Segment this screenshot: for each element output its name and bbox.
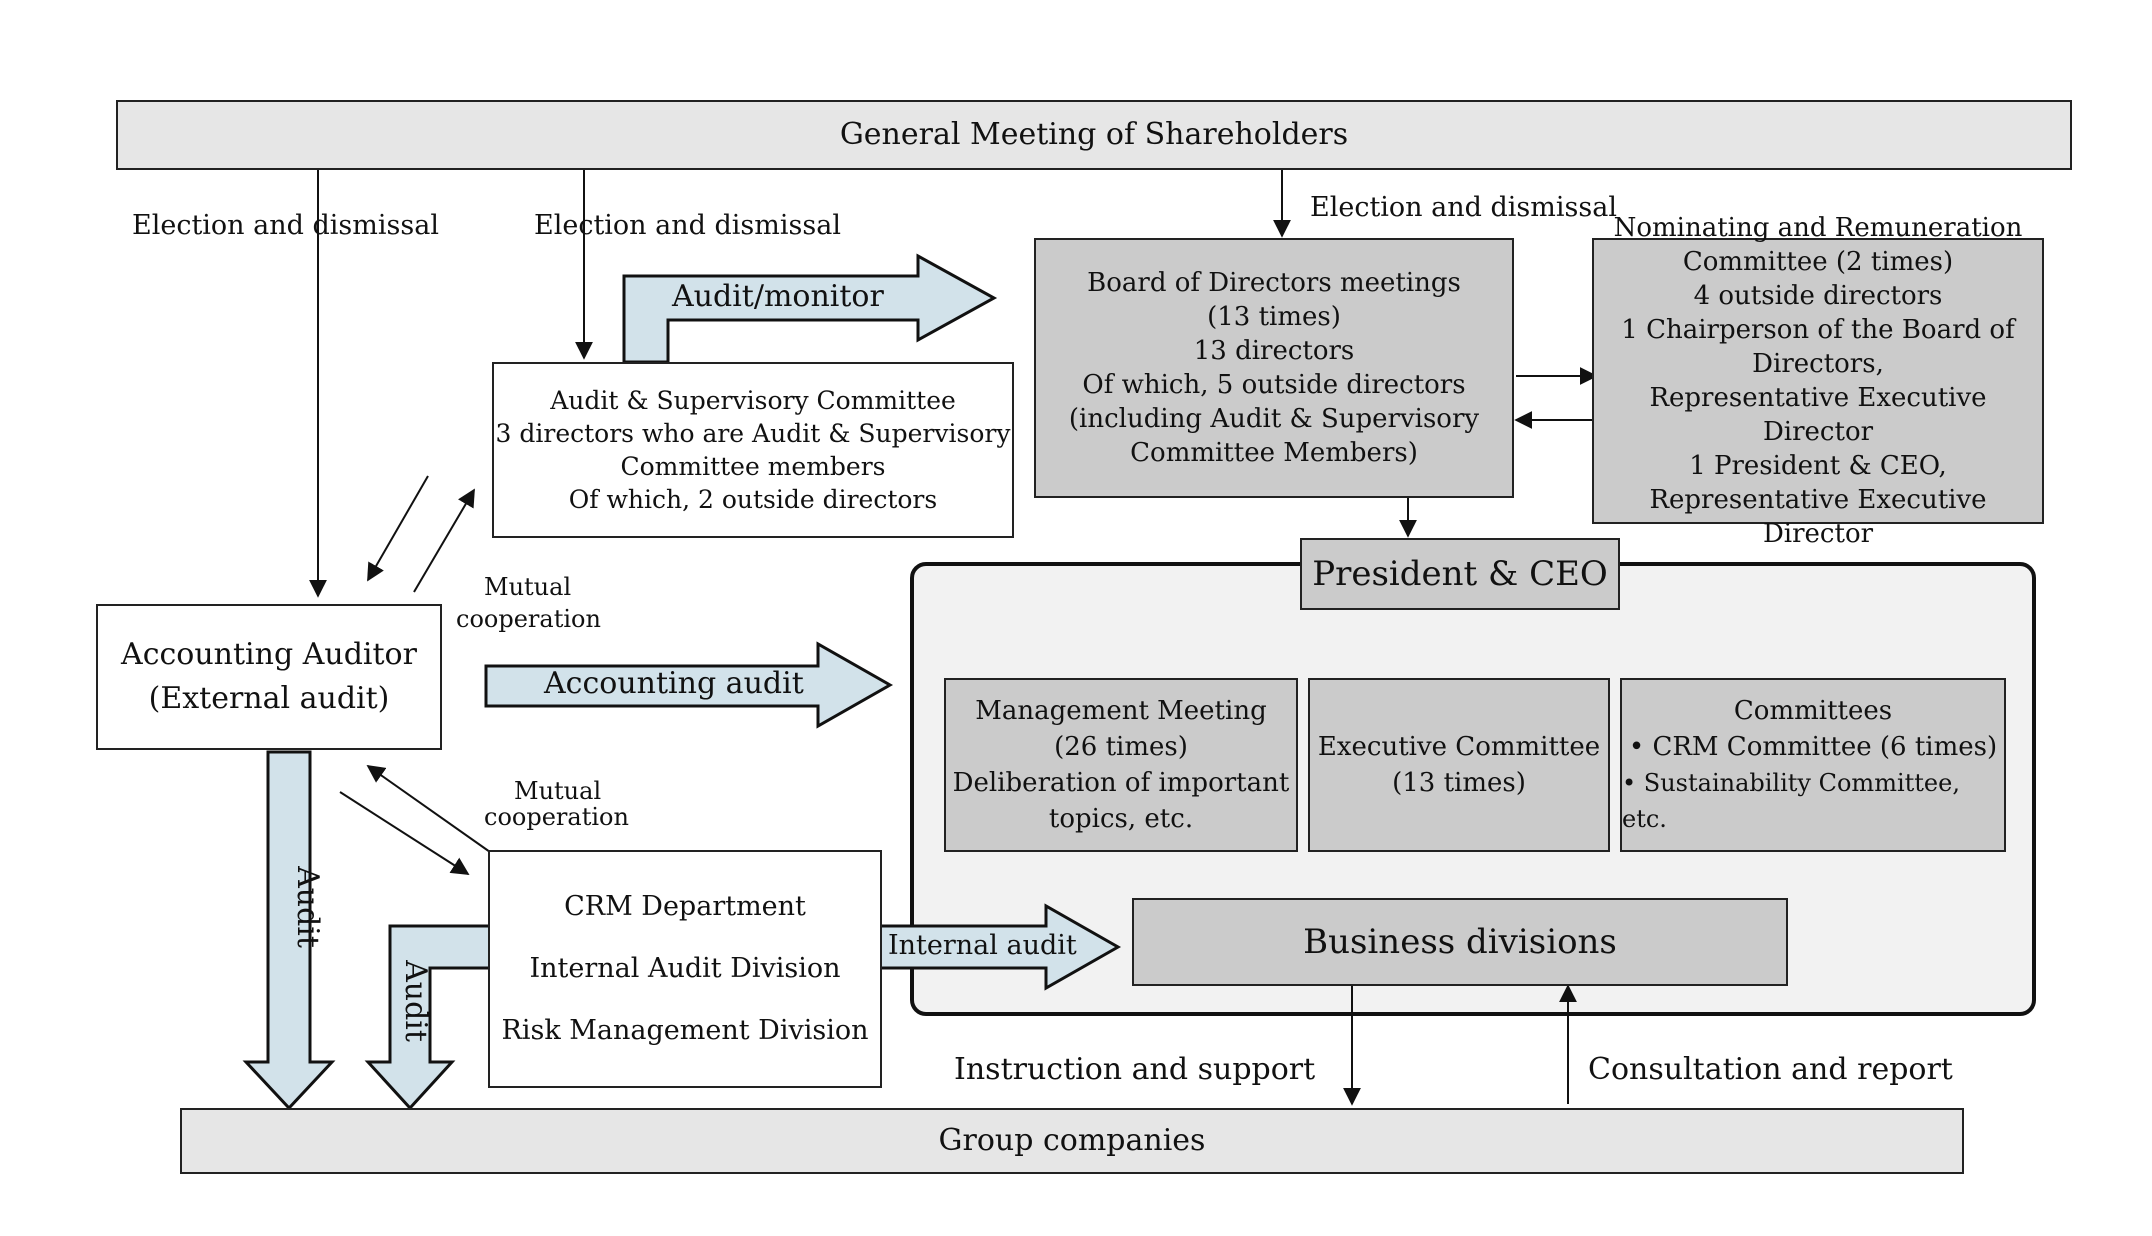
board-line: 13 directors <box>1193 336 1355 366</box>
audit-down-arrow-left <box>242 750 336 1111</box>
nominating-line: 1 Chairperson of the Board of Directors, <box>1621 315 2015 379</box>
election-label-left: Election and dismissal <box>132 210 439 241</box>
internal-audit-arrow <box>866 903 1122 991</box>
committees-title: Committees <box>1733 696 1893 726</box>
business-divisions-box: Business divisions <box>1132 898 1788 986</box>
mutual-bottom-arrow-down <box>339 791 470 875</box>
executive-committee-box: Executive Committee (13 times) <box>1308 678 1610 852</box>
audit-supervisory-committee-box: Audit & Supervisory Committee 3 director… <box>492 362 1014 538</box>
crm-department-box: CRM Department Internal Audit Division R… <box>488 850 882 1088</box>
management-line: (26 times) <box>1054 732 1188 762</box>
audit-committee-line: Of which, 2 outside directors <box>568 485 938 514</box>
nominating-line: Representative Executive Director <box>1649 485 1987 549</box>
group-companies-box: Group companies <box>180 1108 1964 1174</box>
accounting-auditor-box: Accounting Auditor (External audit) <box>96 604 442 750</box>
audit-committee-line: Committee members <box>620 452 886 481</box>
accounting-auditor-line: Accounting Auditor <box>121 637 417 672</box>
executive-line: (13 times) <box>1392 768 1526 798</box>
board-line: Of which, 5 outside directors <box>1082 370 1466 400</box>
board-line: Committee Members) <box>1130 438 1418 468</box>
audit-committee-line: 3 directors who are Audit & Supervisory <box>495 419 1011 448</box>
nominating-line: Committee (2 times) <box>1682 247 1954 277</box>
committees-item-crm: • CRM Committee (6 times) <box>1628 732 1998 762</box>
accounting-audit-arrow <box>484 641 894 729</box>
crm-line: Internal Audit Division <box>529 953 841 984</box>
audit-committee-line: Audit & Supervisory Committee <box>550 386 956 415</box>
audit-label-left: Audit <box>289 866 325 948</box>
executive-line: Executive Committee <box>1317 732 1601 762</box>
board-of-directors-box: Board of Directors meetings (13 times) 1… <box>1034 238 1514 498</box>
mutual-bottom-label-2: cooperation <box>484 803 629 831</box>
management-line: Management Meeting <box>975 696 1267 726</box>
management-line: Deliberation of important <box>952 768 1290 798</box>
group-companies-label: Group companies <box>938 1123 1206 1158</box>
mutual-top-label-1: Mutual <box>484 573 572 601</box>
nominating-line: 1 President & CEO, <box>1689 451 1947 481</box>
president-ceo-box: President & CEO <box>1300 538 1620 610</box>
business-divisions-label: Business divisions <box>1303 922 1617 962</box>
mutual-bottom-arrow-up <box>366 764 491 853</box>
consultation-label: Consultation and report <box>1588 1052 1953 1087</box>
general-meeting-box: General Meeting of Shareholders <box>116 100 2072 170</box>
board-line: (13 times) <box>1207 302 1341 332</box>
audit-monitor-label: Audit/monitor <box>672 279 884 314</box>
mutual-top-arrow-up <box>413 488 475 593</box>
instruction-label: Instruction and support <box>954 1052 1316 1087</box>
mutual-top-arrow-down <box>367 475 429 582</box>
committees-item-sustainability: • Sustainability Committee, etc. <box>1622 769 1960 833</box>
management-meeting-box: Management Meeting (26 times) Deliberati… <box>944 678 1298 852</box>
mutual-bottom-label-1: Mutual <box>514 777 602 805</box>
board-line: (including Audit & Supervisory <box>1068 404 1480 434</box>
internal-audit-label: Internal audit <box>888 930 1077 961</box>
audit-down-arrow-right <box>364 924 492 1111</box>
committees-box: Committees • CRM Committee (6 times) • S… <box>1620 678 2006 852</box>
nominating-line: Representative Executive Director <box>1649 383 1987 447</box>
president-ceo-label: President & CEO <box>1312 554 1608 594</box>
board-line: Board of Directors meetings <box>1087 268 1461 298</box>
audit-monitor-arrow <box>622 253 998 364</box>
nominating-remuneration-committee-box: Nominating and Remuneration Committee (2… <box>1592 213 2044 549</box>
nominating-line: 4 outside directors <box>1693 281 1943 311</box>
accounting-auditor-line: (External audit) <box>148 681 390 716</box>
election-label-mid: Election and dismissal <box>534 210 841 241</box>
audit-label-right: Audit <box>397 960 433 1042</box>
mutual-top-label-2: cooperation <box>456 605 601 633</box>
accounting-audit-label: Accounting audit <box>544 666 804 701</box>
nominating-line: Nominating and Remuneration <box>1613 213 2023 243</box>
election-label-right: Election and dismissal <box>1310 192 1617 223</box>
crm-line: CRM Department <box>564 891 806 922</box>
management-line: topics, etc. <box>1048 804 1194 834</box>
general-meeting-label: General Meeting of Shareholders <box>839 117 1349 152</box>
crm-line: Risk Management Division <box>501 1015 869 1046</box>
